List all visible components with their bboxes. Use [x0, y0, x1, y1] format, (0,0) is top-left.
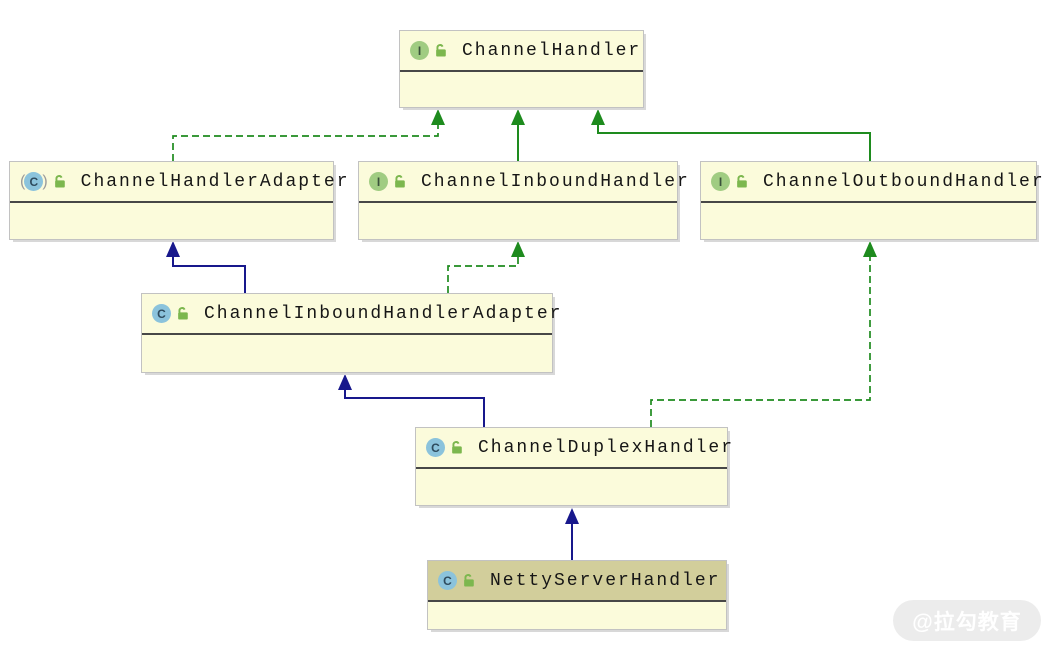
arrowhead-icon — [431, 109, 445, 125]
node-header: I ChannelOutboundHandler — [701, 162, 1043, 203]
class-name: ChannelDuplexHandler — [478, 437, 735, 458]
interface-icon: I — [410, 41, 429, 60]
abstract-class-icon: ( C ) — [20, 172, 48, 191]
interface-icon: I — [369, 172, 388, 191]
class-node-channelinboundhandleradapter[interactable]: C ChannelInboundHandlerAdapter — [141, 293, 560, 373]
open-lock-icon — [735, 174, 750, 189]
open-lock-icon — [53, 174, 68, 189]
node-header: C ChannelDuplexHandler — [416, 428, 732, 469]
class-name: NettyServerHandler — [490, 570, 721, 591]
node-header: C NettyServerHandler — [428, 561, 726, 602]
class-icon: C — [24, 172, 44, 191]
class-node-channelduplexhandler[interactable]: C ChannelDuplexHandler — [415, 427, 732, 506]
class-name: ChannelOutboundHandler — [763, 171, 1045, 192]
class-name: ChannelInboundHandlerAdapter — [204, 303, 563, 324]
class-icon: C — [438, 571, 457, 590]
node-header: C ChannelInboundHandlerAdapter — [142, 294, 560, 335]
edge-extends-channelinboundhandleradapter-to-channelhandleradapter — [172, 257, 246, 293]
class-name: ChannelHandlerAdapter — [80, 171, 350, 192]
interface-icon: I — [711, 172, 730, 191]
edge-implements-channelhandleradapter-to-channelhandler — [172, 125, 439, 161]
arrowhead-icon — [863, 241, 877, 257]
class-node-channeloutboundhandler[interactable]: I ChannelOutboundHandler — [700, 161, 1043, 240]
open-lock-icon — [462, 573, 477, 588]
arrowhead-icon — [511, 241, 525, 257]
arrowhead-icon — [591, 109, 605, 125]
class-icon: C — [426, 438, 445, 457]
edge-extends-channelduplexhandler-to-channelinboundhandleradapter — [344, 390, 485, 427]
class-node-channelinboundhandler[interactable]: I ChannelInboundHandler — [358, 161, 688, 240]
class-node-channelhandler[interactable]: I ChannelHandler — [399, 30, 644, 108]
paren-glyph: ) — [42, 173, 48, 190]
class-name: ChannelInboundHandler — [421, 171, 690, 192]
node-header: I ChannelHandler — [400, 31, 643, 72]
open-lock-icon — [434, 43, 449, 58]
open-lock-icon — [450, 440, 465, 455]
class-icon: C — [152, 304, 171, 323]
arrowhead-icon — [511, 109, 525, 125]
open-lock-icon — [393, 174, 408, 189]
edge-extends-channeloutboundhandler-to-channelhandler — [597, 125, 871, 161]
class-name: ChannelHandler — [462, 40, 642, 61]
node-header: I ChannelInboundHandler — [359, 162, 688, 203]
watermark-badge: @拉勾教育 — [893, 600, 1041, 641]
watermark-text: @拉勾教育 — [912, 610, 1022, 634]
arrowhead-icon — [338, 374, 352, 390]
class-node-nettyserverhandler[interactable]: C NettyServerHandler — [427, 560, 727, 630]
edge-implements-channelduplexhandler-to-channeloutboundhandler — [650, 257, 871, 427]
arrowhead-icon — [565, 508, 579, 524]
node-header: ( C ) ChannelHandlerAdapter — [10, 162, 348, 203]
paren-glyph: ( — [20, 173, 26, 190]
open-lock-icon — [176, 306, 191, 321]
class-node-channelhandleradapter[interactable]: ( C ) ChannelHandlerAdapter — [9, 161, 348, 240]
edge-implements-channelinboundhandleradapter-to-channelinboundhandler — [447, 257, 519, 293]
arrowhead-icon — [166, 241, 180, 257]
